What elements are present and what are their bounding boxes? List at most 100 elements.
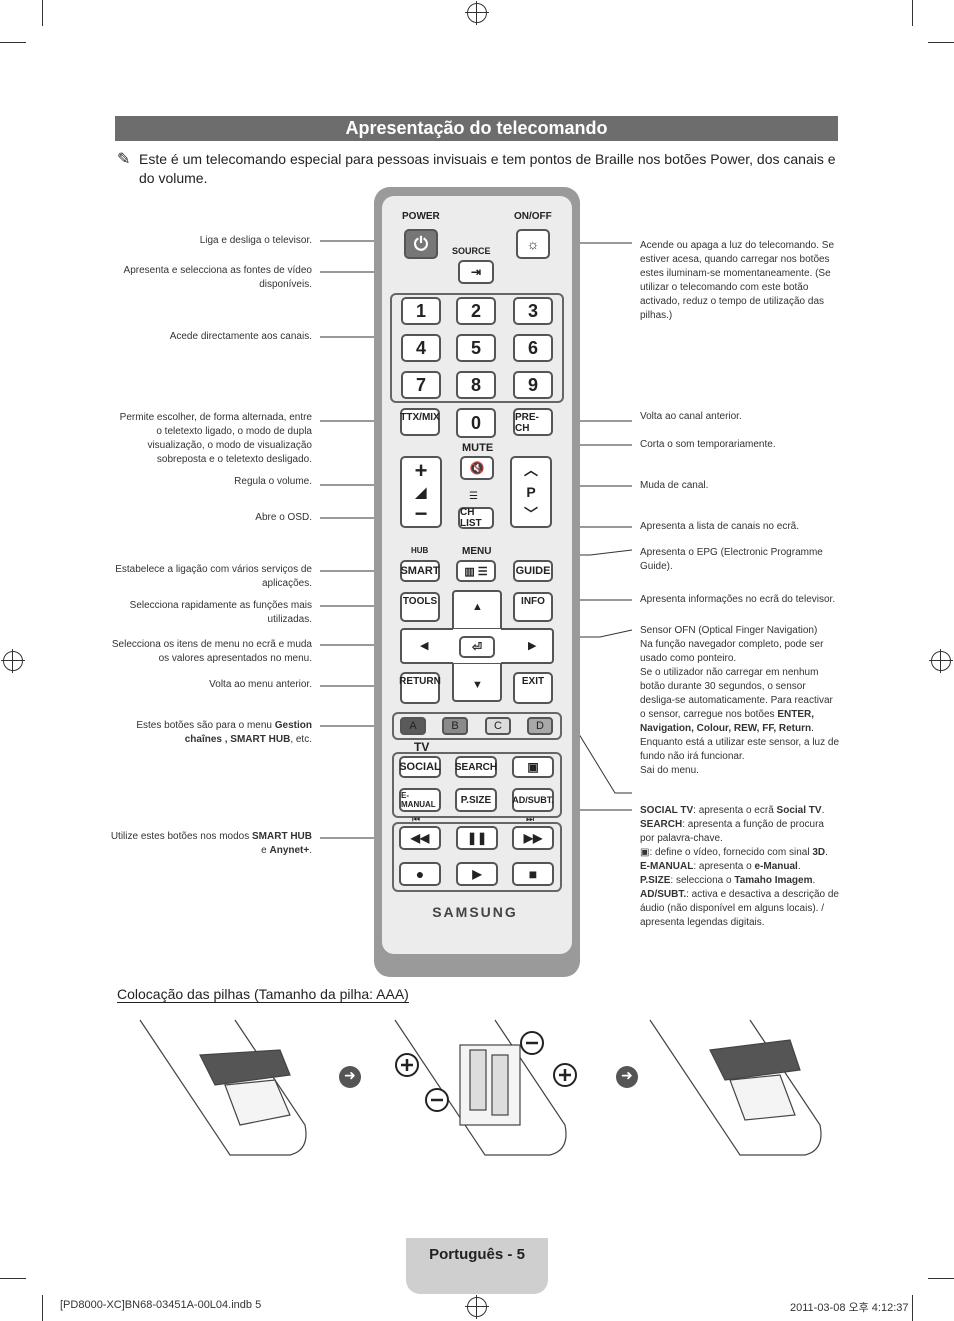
digit-button[interactable]: 9	[513, 371, 553, 399]
menu-icon: ▥ ☰	[464, 565, 488, 578]
enter-button[interactable]: ⏎	[459, 636, 495, 658]
digit-button[interactable]: 1	[401, 297, 441, 325]
minus-icon: −	[414, 501, 428, 526]
digit-button[interactable]: 2	[456, 297, 496, 325]
chevron-up-icon: ︿	[524, 462, 538, 478]
rewind-button[interactable]: ◀◀	[399, 826, 441, 850]
stop-button[interactable]: ■	[512, 862, 554, 886]
color-button-group	[392, 712, 562, 740]
ofn-line-1: Sensor OFN (Optical Finger Navigation)	[640, 625, 818, 636]
ttx-mix-button[interactable]: TTX/MIX	[400, 408, 440, 436]
social-tv-button[interactable]: SOCIAL	[399, 756, 441, 778]
digit-button[interactable]: 8	[456, 371, 496, 399]
volume-rocker[interactable]: +◢−	[400, 456, 442, 528]
label-source: Apresenta e selecciona as fontes de víde…	[123, 265, 312, 290]
color-button-d[interactable]: D	[527, 717, 553, 735]
e-manual-button[interactable]: E-MANUAL	[399, 788, 441, 812]
arrow-right-icon[interactable]: ▶	[528, 640, 537, 652]
digit-button[interactable]: 4	[401, 334, 441, 362]
play-icon: ▶	[472, 867, 482, 881]
arrow-right-icon: ➜	[344, 1067, 356, 1083]
power-button[interactable]: ⏻	[404, 229, 438, 259]
label-mute: Corta o som temporariamente.	[640, 439, 776, 450]
label-prech: Volta ao canal anterior.	[640, 411, 742, 422]
3d-icon: ▣	[640, 847, 650, 858]
skip-forward-icon: ⏭	[526, 814, 535, 824]
label-channel: Muda de canal.	[640, 480, 709, 491]
fast-forward-icon: ▶▶	[523, 831, 543, 845]
return-button[interactable]: RETURN	[399, 672, 441, 704]
footer-tab	[406, 1238, 548, 1294]
onoff-button[interactable]: ☼	[516, 229, 550, 259]
label-playback: Utilize estes botões nos modos SMART HUB…	[110, 831, 312, 856]
crop-mark	[42, 1295, 43, 1321]
digit-button[interactable]: 3	[513, 297, 553, 325]
print-info-right: 2011-03-08 오후 4:12:37	[790, 1302, 909, 1314]
ofn-line-3: Se o utilizador não carregar em nenhum b…	[640, 667, 833, 734]
p-size-button[interactable]: P.SIZE	[455, 788, 497, 812]
enter-icon: ⏎	[471, 640, 483, 654]
mute-label: MUTE	[462, 442, 494, 454]
arrow-up-icon[interactable]: ▲	[472, 601, 483, 613]
registration-mark-icon	[1, 649, 25, 673]
search-button[interactable]: SEARCH	[455, 756, 497, 778]
menu-button[interactable]: ▥ ☰	[456, 560, 496, 582]
label-guide: Apresenta o EPG (Electronic Programme Gu…	[640, 547, 823, 572]
ofn-line-4: Enquanto está a utilizar este sensor, a …	[640, 737, 840, 762]
volume-icon: ◢	[415, 484, 427, 500]
ofn-line-2: Na função navegador completo, pode ser u…	[640, 639, 824, 664]
mute-button[interactable]: 🔇	[460, 456, 494, 480]
label-power: Liga e desliga o televisor.	[199, 235, 312, 246]
record-button[interactable]: ●	[399, 862, 441, 886]
label-menu: Abre o OSD.	[255, 512, 312, 523]
pre-ch-button[interactable]: PRE-CH	[513, 408, 553, 436]
arrow-down-icon[interactable]: ▼	[472, 679, 483, 691]
fast-forward-button[interactable]: ▶▶	[512, 826, 554, 850]
tools-button[interactable]: TOOLS	[400, 592, 440, 622]
label-color-buttons: Estes botões são para o menu Gestion cha…	[136, 720, 312, 745]
crop-mark	[42, 0, 43, 26]
digit-zero-button[interactable]: 0	[456, 408, 496, 438]
crop-mark	[0, 42, 26, 43]
number-pad	[390, 293, 564, 403]
label-exit: Sai do menu.	[640, 765, 699, 776]
3d-button[interactable]: ▣	[512, 756, 554, 778]
rewind-icon: ◀◀	[410, 831, 430, 845]
power-icon: ⏻	[413, 233, 429, 254]
smart-function-group	[392, 752, 562, 818]
arrow-left-icon[interactable]: ◀	[420, 640, 429, 652]
ch-list-button[interactable]: CH LIST	[458, 507, 494, 529]
guide-button[interactable]: GUIDE	[513, 560, 553, 582]
channel-rocker[interactable]: ︿P﹀	[510, 456, 552, 528]
plus-icon: +	[414, 458, 428, 483]
color-button-b[interactable]: B	[442, 717, 468, 735]
label-onoff: Acende ou apaga a luz do telecomando. Se…	[640, 240, 835, 321]
digit-button[interactable]: 6	[513, 334, 553, 362]
arrow-right-icon: ➜	[621, 1067, 633, 1083]
note-text: Este é um telecomando especial para pess…	[139, 151, 836, 186]
label-volume: Regula o volume.	[234, 476, 312, 487]
digit-button[interactable]: 7	[401, 371, 441, 399]
mute-icon: 🔇	[469, 461, 485, 475]
smart-hub-button[interactable]: SMART	[400, 560, 440, 582]
crop-mark	[928, 42, 954, 43]
source-icon: ⇥	[470, 265, 482, 279]
play-button[interactable]: ▶	[456, 862, 498, 886]
crop-mark	[0, 1278, 26, 1279]
source-button[interactable]: ⇥	[458, 260, 494, 284]
color-button-c[interactable]: C	[485, 717, 511, 735]
exit-button[interactable]: EXIT	[513, 672, 553, 704]
digit-button[interactable]: 5	[456, 334, 496, 362]
info-button[interactable]: INFO	[513, 592, 553, 622]
onoff-label: ON/OFF	[514, 211, 552, 222]
page-number: Português - 5	[429, 1246, 525, 1263]
ad-subt-button[interactable]: AD/SUBT.	[512, 788, 554, 812]
crop-mark	[912, 1295, 913, 1321]
crop-mark	[928, 1278, 954, 1279]
pause-button[interactable]: ❚❚	[456, 826, 498, 850]
label-ttx: Permite escolher, de forma alternada, en…	[119, 412, 312, 465]
print-info-left: [PD8000-XC]BN68-03451A-00L04.indb 5	[60, 1299, 262, 1311]
color-button-a[interactable]: A	[400, 717, 426, 735]
registration-mark-icon	[465, 1295, 489, 1319]
label-return: Volta ao menu anterior.	[209, 679, 312, 690]
